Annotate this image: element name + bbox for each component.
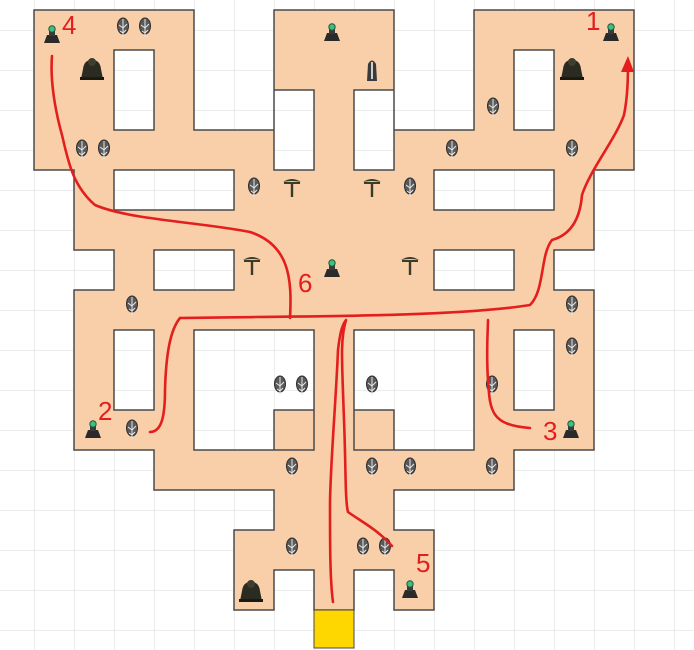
- palm-tree-icon[interactable]: [401, 257, 419, 275]
- dead-tree-icon[interactable]: [366, 457, 378, 477]
- shrine-icon[interactable]: [85, 420, 101, 438]
- dead-tree-icon[interactable]: [404, 457, 416, 477]
- dead-tree-icon[interactable]: [126, 419, 138, 439]
- dead-tree-icon[interactable]: [404, 177, 416, 197]
- dead-tree-icon[interactable]: [366, 375, 378, 395]
- dead-tree-icon[interactable]: [446, 139, 458, 159]
- shrine-icon[interactable]: [603, 23, 619, 41]
- label-4: 4: [62, 10, 76, 40]
- dead-tree-icon[interactable]: [274, 375, 286, 395]
- shrine-icon[interactable]: [324, 23, 340, 41]
- dead-tree-icon[interactable]: [486, 457, 498, 477]
- dead-tree-icon[interactable]: [139, 17, 151, 37]
- route-6-main: [178, 58, 630, 320]
- shrine-icon[interactable]: [402, 580, 418, 598]
- dead-tree-icon[interactable]: [566, 295, 578, 315]
- route-2: [148, 316, 182, 434]
- statue-icon[interactable]: [560, 58, 584, 80]
- statue-icon[interactable]: [239, 580, 263, 602]
- route-arrowhead: [621, 56, 634, 72]
- dead-tree-icon[interactable]: [117, 17, 129, 37]
- dead-tree-icon[interactable]: [566, 139, 578, 159]
- shrine-icon[interactable]: [324, 259, 340, 277]
- dead-tree-icon[interactable]: [126, 295, 138, 315]
- route-main: [328, 318, 394, 604]
- dead-tree-icon[interactable]: [248, 177, 260, 197]
- dead-tree-icon[interactable]: [286, 537, 298, 557]
- route-4: [50, 54, 292, 320]
- shrine-icon[interactable]: [44, 25, 60, 43]
- label-3: 3: [543, 416, 557, 446]
- dead-tree-icon[interactable]: [487, 97, 499, 117]
- label-1: 1: [586, 6, 600, 36]
- statue-icon[interactable]: [80, 58, 104, 80]
- dead-tree-icon[interactable]: [286, 457, 298, 477]
- dead-tree-icon[interactable]: [296, 375, 308, 395]
- dead-tree-icon[interactable]: [566, 337, 578, 357]
- label-2: 2: [98, 396, 112, 426]
- dead-tree-icon[interactable]: [76, 139, 88, 159]
- label-5: 5: [416, 548, 430, 578]
- dungeon-floor: [33, 9, 635, 611]
- exit-tile[interactable]: [313, 609, 355, 649]
- palm-tree-icon[interactable]: [243, 257, 261, 275]
- shrine-icon[interactable]: [563, 420, 579, 438]
- label-6: 6: [298, 268, 312, 298]
- route-3: [485, 318, 532, 430]
- palm-tree-icon[interactable]: [363, 179, 381, 197]
- palm-tree-icon[interactable]: [283, 179, 301, 197]
- statue-icon[interactable]: [367, 60, 377, 82]
- dead-tree-icon[interactable]: [98, 139, 110, 159]
- dead-tree-icon[interactable]: [357, 537, 369, 557]
